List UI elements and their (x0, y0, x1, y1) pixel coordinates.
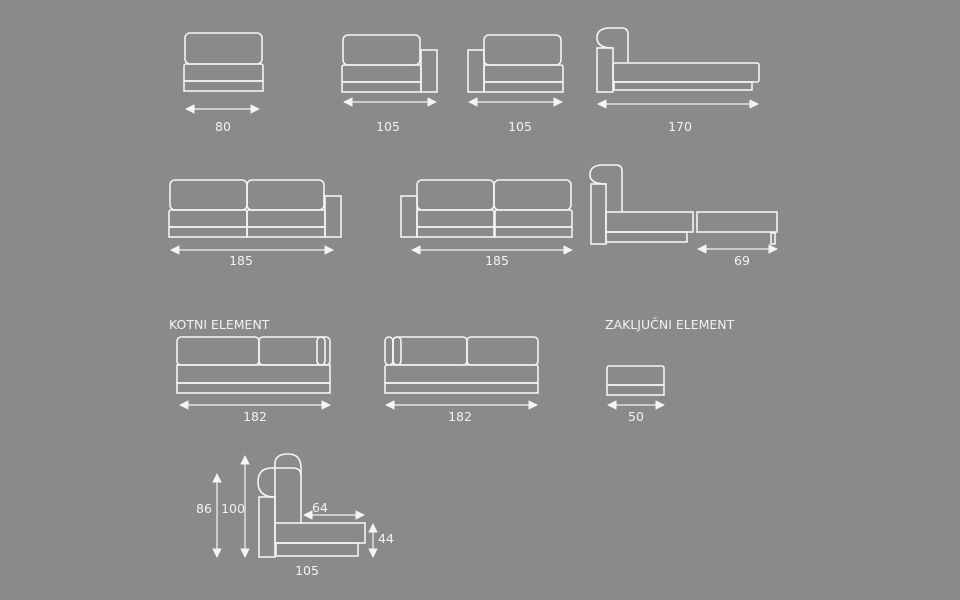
width-label: 185 (485, 253, 509, 268)
module-two-seat-arm-right: 185 (168, 179, 342, 268)
corner-element-title: KOTNI ELEMENT (169, 317, 270, 332)
module-armless-seat: 80 (183, 32, 264, 134)
end-element-title: ZAKLJUČNI ELEMENT (605, 317, 735, 332)
width-label: 50 (628, 409, 644, 424)
width-label: 182 (448, 409, 472, 424)
module-end-element: 50 (606, 365, 665, 424)
module-seat-arm-right: 105 (341, 34, 438, 134)
width-label: 69 (734, 253, 750, 268)
module-chaise: 170 (596, 27, 760, 134)
depth-label: 105 (295, 563, 319, 578)
height-high-label: 100 (221, 501, 245, 516)
seat-depth-label: 64 (312, 500, 328, 515)
side-view: 86 100 64 44 105 (196, 453, 394, 578)
seat-height-label: 44 (378, 531, 394, 546)
width-label: 185 (229, 253, 253, 268)
module-corner-left: 182 (176, 336, 331, 424)
width-label: 105 (508, 119, 532, 134)
module-recliner-extension: 69 (589, 164, 778, 268)
module-corner-right: 182 (384, 336, 539, 424)
module-two-seat-arm-left: 185 (400, 179, 573, 268)
width-label: 80 (215, 119, 231, 134)
module-seat-arm-left: 105 (467, 34, 564, 134)
height-low-label: 86 (196, 501, 212, 516)
width-label: 170 (668, 119, 692, 134)
width-label: 182 (243, 409, 267, 424)
width-label: 105 (376, 119, 400, 134)
